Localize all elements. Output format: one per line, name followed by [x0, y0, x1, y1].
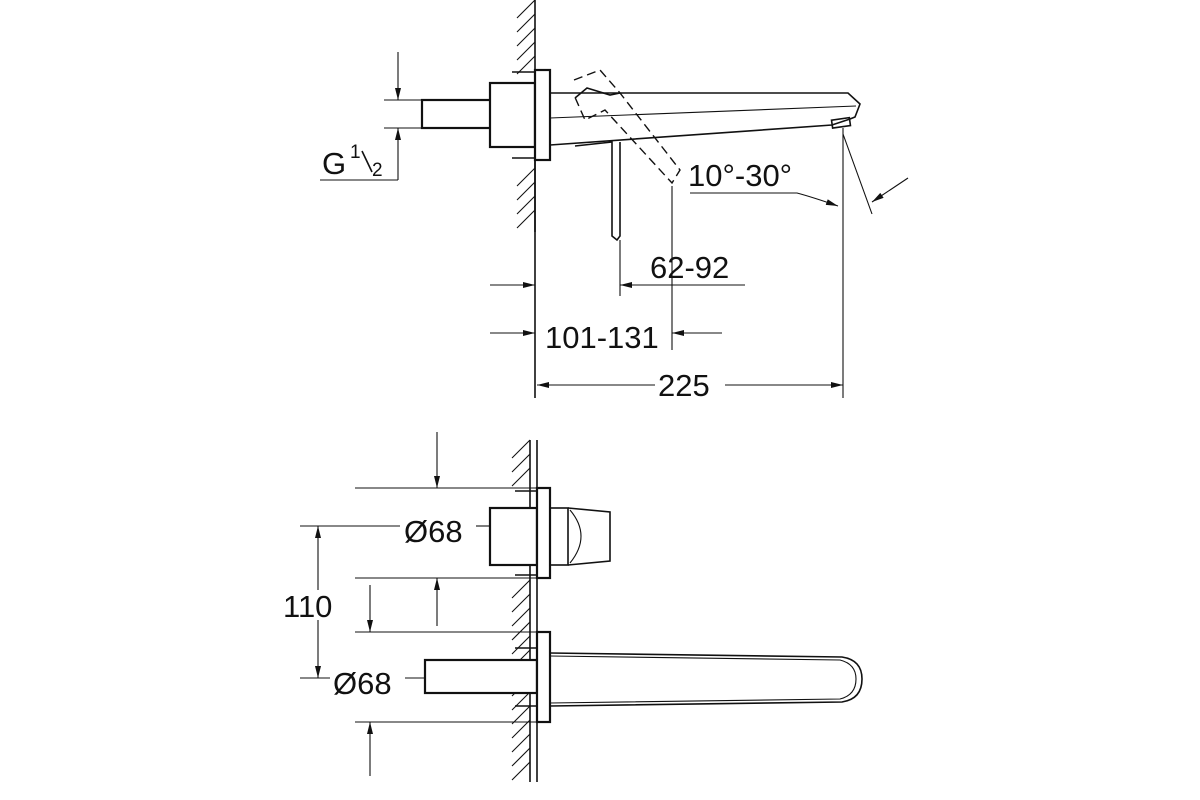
hatch-stroke: [511, 761, 531, 781]
spout-top-outline: [549, 652, 863, 707]
hatch-stroke: [516, 209, 536, 229]
hatch-stroke: [516, 41, 536, 61]
lever-range-label: 62-92: [650, 250, 729, 285]
angle-reference-line: [842, 133, 873, 215]
handle-diameter-label: Ø68: [404, 514, 463, 549]
mounting-body: [488, 81, 537, 149]
spout-diameter-label: Ø68: [333, 666, 392, 701]
hatch-stroke: [511, 453, 531, 473]
hatch-stroke: [516, 181, 536, 201]
hatch-stroke: [511, 705, 531, 725]
hatch-stroke: [511, 747, 531, 767]
fraction-slash: [361, 150, 373, 173]
spout-midline: [549, 105, 857, 119]
wall-hatching-bottom: [511, 439, 531, 781]
spout-supply-pipe: [423, 658, 539, 695]
hatch-stroke: [516, 13, 536, 33]
center-distance-label: 110: [283, 589, 332, 624]
hatch-stroke: [516, 0, 536, 19]
total-length-label: 225: [658, 368, 710, 403]
angle-arrow: [871, 177, 909, 203]
projection-range-label: 101-131: [545, 320, 659, 355]
side-view: G 1 2 10°-30° 62-92 101-131 225: [320, 0, 909, 403]
hatch-stroke: [511, 579, 531, 599]
hatch-stroke: [511, 635, 531, 655]
thread-numerator: 1: [350, 142, 361, 163]
lever-top: [574, 87, 621, 99]
front-view: Ø68 110 Ø68: [283, 432, 863, 782]
hatch-stroke: [511, 607, 531, 627]
spout-outline: [549, 92, 861, 146]
hatch-stroke: [511, 733, 531, 753]
hatch-stroke: [511, 467, 531, 487]
spout-inner-outline: [549, 655, 857, 704]
spout-flange: [535, 630, 552, 724]
aerator: [830, 116, 852, 129]
handle-collar: [549, 507, 569, 566]
hatch-stroke: [516, 27, 536, 47]
hatch-stroke: [511, 593, 531, 613]
hatch-stroke: [511, 719, 531, 739]
handle-flange: [535, 486, 552, 580]
lever-rotated-position: [573, 69, 681, 185]
thread-denominator: 2: [372, 160, 383, 181]
hatch-stroke: [516, 55, 536, 75]
hatch-stroke: [511, 439, 531, 459]
handle-knob: [567, 507, 611, 566]
hatch-stroke: [516, 195, 536, 215]
wall-flange: [533, 68, 552, 162]
hatch-stroke: [516, 167, 536, 187]
handle-body: [488, 506, 539, 567]
wall-hatching-top: [516, 0, 536, 229]
thread-prefix: G: [322, 146, 346, 181]
handle-knob-curve: [569, 509, 582, 564]
hatch-stroke: [511, 621, 531, 641]
spout-angle-label: 10°-30°: [688, 158, 792, 193]
angle-leader-arrow: [690, 192, 839, 207]
lever-handle: [574, 141, 621, 242]
hatch-stroke: [511, 691, 531, 711]
